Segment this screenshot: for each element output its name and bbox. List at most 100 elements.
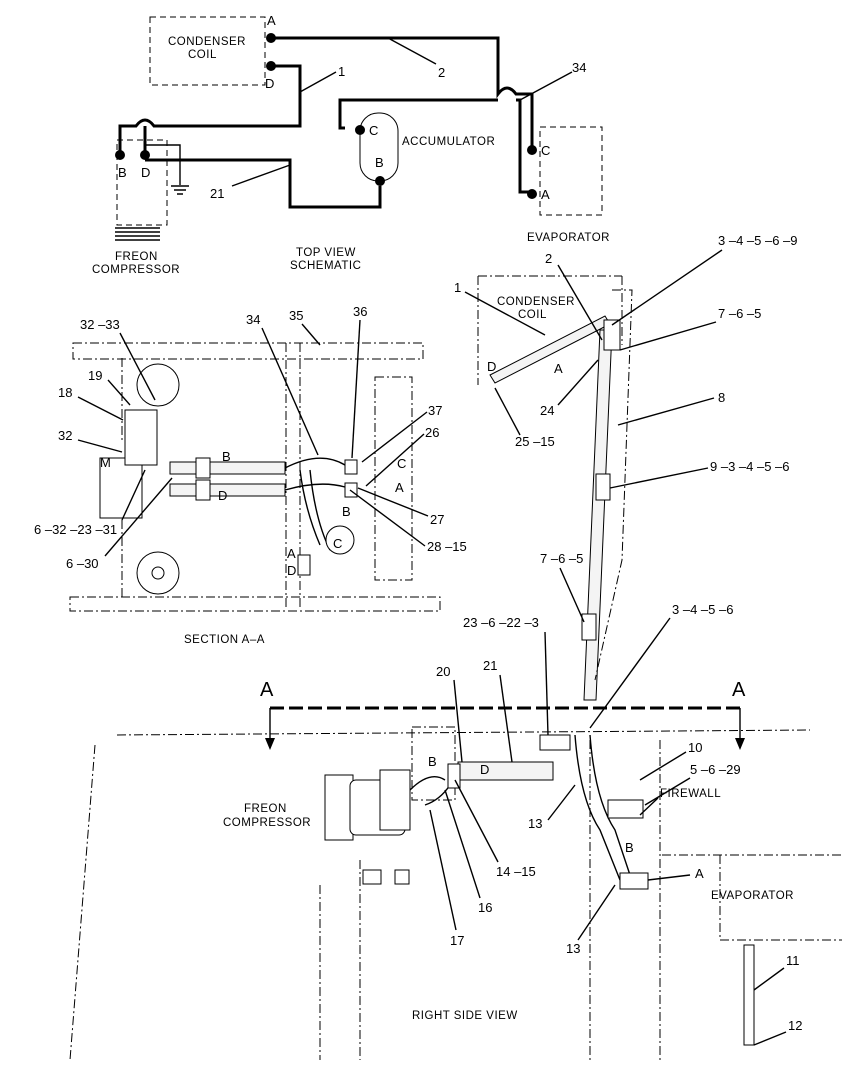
comp-d-label: D	[141, 165, 150, 180]
condenser-coil-label-1: CONDENSER	[168, 36, 246, 48]
fitting-b	[195, 457, 211, 479]
side-compressor-label-1: FREON	[244, 803, 287, 815]
callout-36: 36	[353, 304, 367, 319]
section-line-ends	[269, 708, 741, 742]
callout-23-3: 23 –6 –22 –3	[463, 615, 539, 630]
section-arrow-left	[265, 738, 275, 750]
ground-wire	[145, 144, 181, 185]
callout-21: 21	[210, 186, 224, 201]
fitting-c	[344, 459, 358, 475]
compressor-box	[116, 139, 168, 226]
muffler-line	[409, 776, 451, 806]
leader-21	[231, 164, 291, 187]
body-outline	[69, 729, 811, 1061]
schematic-title-2: SCHEMATIC	[290, 260, 361, 272]
line-34b	[516, 98, 532, 194]
section-title: SECTION A–A	[184, 634, 265, 646]
side-letter-b1: B	[428, 754, 437, 769]
callout-24: 24	[540, 403, 554, 418]
hose-d	[169, 483, 286, 497]
callout-13b: 13	[566, 941, 580, 956]
cond-coil-label-1: CONDENSER	[497, 296, 575, 308]
leader-7-6-5b	[559, 567, 585, 623]
leader-2	[387, 37, 437, 65]
evap-inlet-line	[647, 874, 691, 881]
ground-icon	[171, 185, 189, 195]
evap-a-label: A	[541, 187, 550, 202]
leader-6-30	[104, 477, 173, 557]
section-mark-left: A	[260, 679, 274, 701]
line-21	[145, 158, 382, 209]
callout-28-15: 28 –15	[427, 539, 467, 554]
condenser-frame	[477, 275, 623, 385]
callout-5-29: 5 –6 –29	[690, 762, 741, 777]
line-34a	[338, 98, 498, 130]
leader-21-side	[499, 674, 513, 763]
section-bottom-frame	[69, 596, 441, 612]
hose-to-evaporator-2	[589, 734, 631, 876]
leader-32-33	[119, 332, 156, 401]
right-side-view: A A FREON COMPRESSOR FIREWALL EVAPORATOR…	[69, 658, 842, 1061]
leader-26	[365, 433, 425, 487]
callout-32: 32	[58, 428, 72, 443]
compressor-label-1: FREON	[115, 251, 158, 263]
clip-middle	[595, 473, 611, 501]
leader-34	[519, 71, 573, 101]
comp-d-dot	[140, 150, 150, 160]
leader-28-15	[349, 489, 426, 547]
sec-letter-c1: C	[333, 536, 342, 551]
leader-3-9	[611, 249, 723, 326]
accumulator-label: ACCUMULATOR	[402, 136, 495, 148]
sec-letter-m: M	[100, 455, 111, 470]
evaporator-fitting	[619, 872, 649, 890]
leader-16	[444, 789, 481, 899]
discharge-line-8	[583, 329, 613, 701]
callout-1: 1	[338, 64, 345, 79]
sec-letter-d2: D	[287, 563, 296, 578]
comp-b-label: B	[118, 165, 127, 180]
callout-26: 26	[425, 425, 439, 440]
side-letter-b2: B	[625, 840, 634, 855]
lower-fitting-1	[362, 869, 382, 885]
pulley-lower-hub	[151, 566, 165, 580]
sec-letter-a1: A	[287, 546, 296, 561]
fitting-22	[539, 734, 571, 751]
callout-13a: 13	[528, 816, 542, 831]
leader-11	[753, 967, 785, 991]
acc-c-dot	[355, 125, 365, 135]
leader-20	[453, 679, 463, 763]
firewall-label: FIREWALL	[660, 788, 721, 800]
accumulator-top	[325, 525, 355, 555]
acc-b-label: B	[375, 155, 384, 170]
section-a-a: B D B C A D C A M 32 –33 19 18 32 6 –32 …	[34, 304, 467, 646]
callout-21-side: 21	[483, 658, 497, 673]
bracket	[124, 409, 158, 466]
firewall-plate	[607, 799, 644, 819]
sec-letter-b2: B	[342, 504, 351, 519]
leader-1	[299, 71, 337, 93]
leader-24	[557, 359, 599, 406]
callout-6-32-23-31: 6 –32 –23 –31	[34, 522, 117, 537]
leader-32	[77, 439, 123, 453]
callout-14-15: 14 –15	[496, 864, 536, 879]
acc-b-dot	[375, 176, 385, 186]
section-arrow-right	[735, 738, 745, 750]
evaporator-outline	[374, 376, 413, 581]
hose-routing	[284, 457, 346, 551]
lower-fitting-2	[394, 869, 410, 885]
side-letter-d1: D	[480, 762, 489, 777]
leader-23-3	[544, 631, 549, 736]
cond-coil-label-2: COIL	[518, 309, 547, 321]
lower-fitting	[297, 554, 311, 576]
callout-16: 16	[478, 900, 492, 915]
callout-3-6: 3 –4 –5 –6	[672, 602, 733, 617]
evaporator-label: EVAPORATOR	[527, 232, 610, 244]
evap-c-dot	[527, 145, 537, 155]
condenser-line-view: CONDENSER COIL D A 2 1 3 –4 –5 –6 –9 7 –…	[454, 233, 798, 736]
sec-letter-b1: B	[222, 449, 231, 464]
compressor-label-2: COMPRESSOR	[92, 264, 180, 276]
port-d-label: D	[265, 76, 274, 91]
callout-9-6: 9 –3 –4 –5 –6	[710, 459, 790, 474]
section-mark-right: A	[732, 679, 746, 701]
